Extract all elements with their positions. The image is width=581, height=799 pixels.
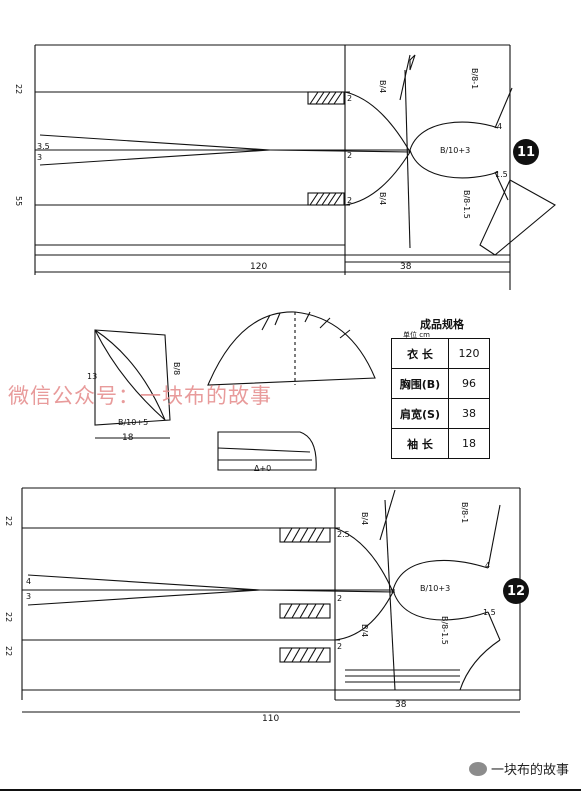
bottom-hatch-2 — [279, 603, 331, 619]
spec-label: 袖 长 — [391, 428, 449, 459]
spec-table-title: 成品规格 — [420, 318, 464, 331]
footer-brand-label: 一块布的故事 — [490, 763, 569, 778]
bottom-left-mark-3: 3 — [26, 592, 32, 601]
sleeve-piece — [94, 329, 171, 439]
top-small-mark-3: 4 — [497, 122, 503, 131]
bottom-small-mark-4: 1.5 — [483, 608, 496, 617]
spec-value: 96 — [448, 368, 490, 399]
top-small-mark-5: 2 — [347, 196, 353, 205]
bottom-pattern-badge: 12 — [503, 578, 529, 604]
sleeve-width-label: 18 — [122, 433, 134, 443]
top-small-mark-4: 1.5 — [495, 170, 508, 179]
top-formula-lower: B/8-1.5 — [462, 190, 471, 219]
spec-label: 肩宽(S) — [391, 398, 449, 429]
bottom-small-mark-5: 2 — [337, 642, 343, 651]
top-left-mark-3: 3 — [37, 153, 43, 162]
spec-value: 18 — [448, 428, 490, 459]
watermark-text: 微信公众号：一块布的故事 — [8, 384, 272, 408]
top-formula-center: B/10+3 — [440, 146, 471, 155]
spec-table-unit: 单位 cm — [403, 331, 430, 339]
sleeve-height-label: B/8 — [172, 362, 181, 376]
top-small-mark-2: 2 — [347, 151, 353, 160]
bottom-small-mark-2: 2 — [337, 594, 343, 603]
table-row: 袖 长 18 — [391, 428, 490, 459]
bottom-chest-width-label: 38 — [395, 700, 407, 710]
bottom-left-mark-1: 22 — [4, 516, 13, 527]
top-chest-width-label: 38 — [400, 262, 412, 272]
top-length-label: 120 — [250, 262, 268, 272]
top-left-mark-4: 55 — [14, 196, 23, 207]
collar-band-label: Δ+0 — [254, 464, 272, 473]
top-hatch-upper — [307, 91, 345, 105]
bottom-hip-label-2: B/4 — [360, 624, 369, 638]
bottom-length-label: 110 — [262, 714, 280, 724]
top-hip-label: B/4 — [378, 80, 387, 94]
collar-arc-piece — [207, 311, 376, 386]
spec-label: 胸围(B) — [391, 368, 449, 399]
bottom-formula-center: B/10+3 — [420, 584, 451, 593]
bottom-hip-label: B/4 — [360, 512, 369, 526]
top-left-mark-1: 22 — [14, 84, 23, 95]
collar-band-piece — [217, 431, 317, 471]
bottom-left-mark-4: 22 — [4, 612, 13, 623]
spec-value: 120 — [448, 338, 490, 369]
top-hip-label-2: B/4 — [378, 192, 387, 206]
table-row: 肩宽(S) 38 — [391, 398, 490, 429]
table-row: 胸围(B) 96 — [391, 368, 490, 399]
spec-table: 衣 长 120 胸围(B) 96 肩宽(S) 38 袖 长 18 — [391, 338, 490, 459]
bottom-small-mark-3: 4 — [485, 561, 491, 570]
bottom-small-mark-1: 2.5 — [337, 530, 350, 539]
sleeve-side-label: 13 — [87, 372, 98, 381]
top-formula-shoulder: B/8-1 — [470, 68, 479, 90]
spec-label: 衣 长 — [391, 338, 449, 369]
bottom-left-mark-5: 22 — [4, 646, 13, 657]
sleeve-half-label: B/10+5 — [118, 418, 149, 427]
spec-value: 38 — [448, 398, 490, 429]
table-row: 衣 长 120 — [391, 338, 490, 369]
bottom-hatch-1 — [279, 527, 331, 543]
bottom-left-mark-2: 4 — [26, 577, 32, 586]
bottom-formula-shoulder: B/8-1 — [460, 502, 469, 524]
top-pattern — [34, 44, 556, 290]
bottom-hatch-3 — [279, 647, 331, 663]
top-pattern-badge: 11 — [513, 139, 539, 165]
top-small-mark-1: 2 — [347, 94, 353, 103]
footer-brand: 一块布的故事 — [468, 759, 569, 778]
top-hatch-lower — [307, 192, 345, 206]
wechat-icon — [468, 761, 487, 776]
top-left-mark-2: 3.5 — [37, 142, 50, 151]
bottom-pattern — [21, 487, 521, 713]
bottom-formula-lower: B/8-1.5 — [440, 616, 449, 645]
